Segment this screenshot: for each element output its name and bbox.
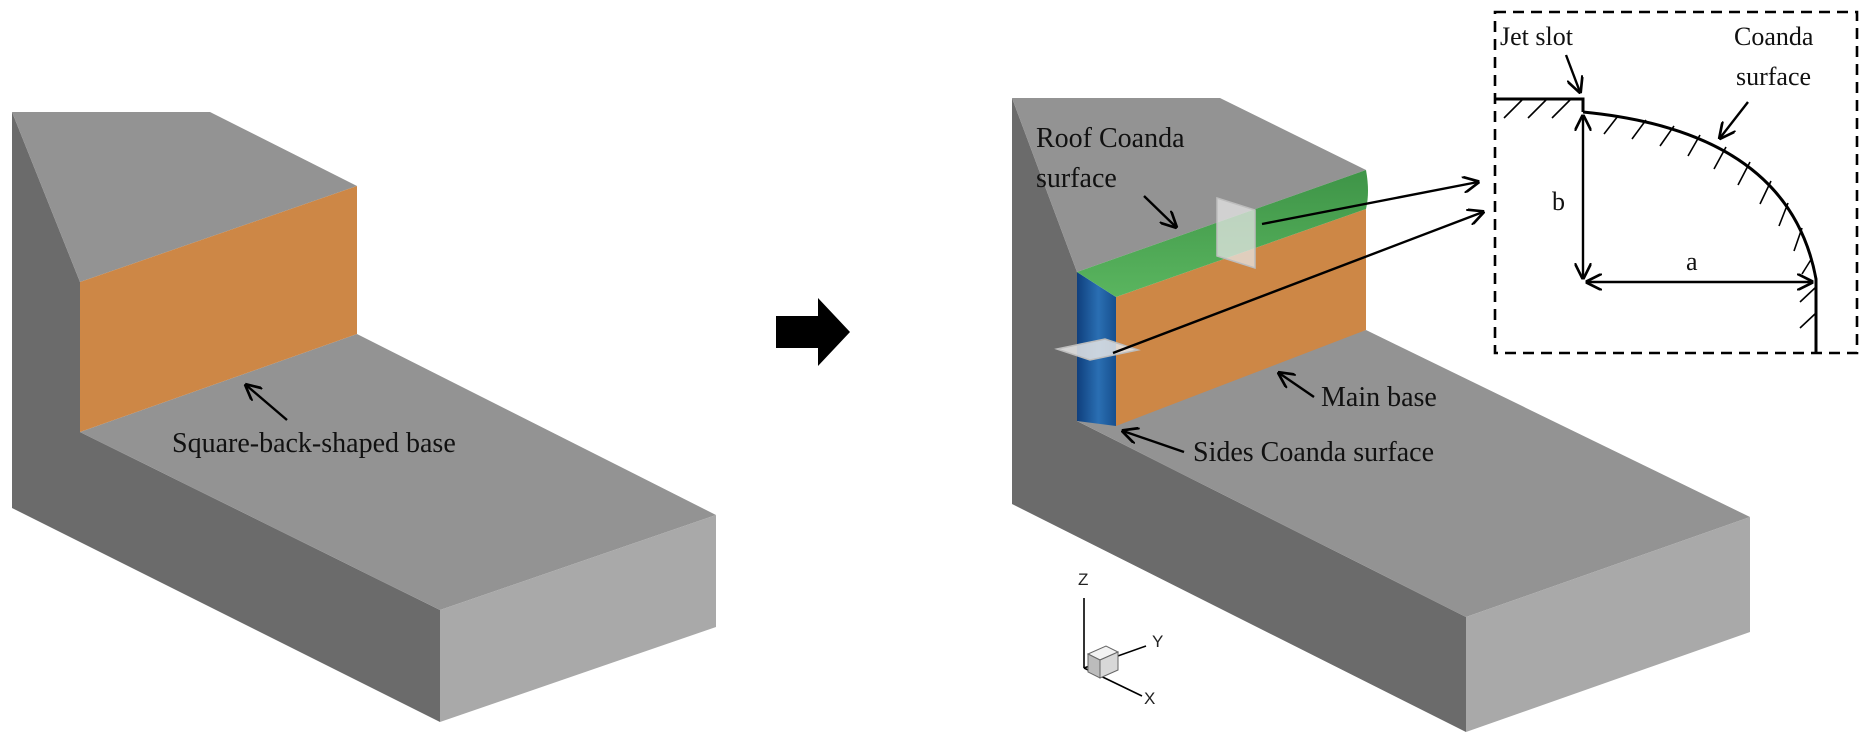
- orientation-cube-icon: [1086, 645, 1120, 679]
- jet-slot-label: Jet slot: [1500, 22, 1574, 51]
- left-body-top-face: [12, 112, 357, 282]
- coanda-surface-label-line1: Coanda: [1734, 22, 1814, 51]
- roof-coanda-arrow: [1143, 195, 1176, 227]
- roof-wall-line: [1496, 97, 1585, 112]
- roof-coanda-label-line1: Roof Coanda: [1036, 123, 1185, 154]
- wall-hatching: [1503, 99, 1817, 329]
- roof-section-plane: [1216, 196, 1256, 270]
- main-base-surface: [1116, 209, 1366, 426]
- main-base-label: Main base: [1321, 382, 1437, 413]
- right-vehicle-model: Roof Coanda surface Main base Sides Coan…: [1012, 98, 1750, 732]
- main-base-arrow: [1279, 373, 1315, 398]
- side-section-pointer-arrow: [1112, 212, 1483, 355]
- left-square-back-base: [80, 186, 357, 432]
- left-body-side-face: [12, 112, 440, 722]
- right-body-end-face: [1466, 517, 1750, 732]
- dimension-b-label: b: [1552, 187, 1565, 216]
- z-axis-label: Z: [1078, 570, 1088, 589]
- roof-section-pointer-arrow: [1261, 182, 1478, 226]
- left-base-arrow: [246, 385, 288, 421]
- coanda-surface-arrow: [1720, 101, 1749, 138]
- axes-triad: Z Y X: [1078, 570, 1163, 708]
- roof-coanda-label-line2: surface: [1036, 163, 1117, 194]
- left-body-lower-deck: [80, 334, 716, 610]
- sides-coanda-label: Sides Coanda surface: [1193, 437, 1434, 468]
- right-body-top-face: [1012, 98, 1366, 272]
- dimension-a-label: a: [1686, 247, 1698, 276]
- right-arrow-icon: [776, 298, 850, 366]
- left-body-end-face: [440, 515, 716, 722]
- jet-slot-arrow: [1564, 54, 1580, 92]
- y-axis-label: Y: [1152, 632, 1163, 651]
- side-section-plane: [1054, 338, 1141, 361]
- x-axis-label: X: [1144, 689, 1155, 708]
- coanda-detail-inset: b a Jet slot Coanda surface: [1493, 10, 1859, 355]
- right-body-lower-deck: [1077, 330, 1750, 617]
- right-body-side-face: [1012, 98, 1466, 732]
- sides-coanda-arrow: [1123, 431, 1185, 454]
- inset-dashed-frame: [1493, 10, 1859, 355]
- coanda-surface-label-line2: surface: [1736, 62, 1811, 91]
- coanda-arc: [1582, 110, 1818, 352]
- left-vehicle-model: Square-back-shaped base: [12, 112, 716, 722]
- left-base-label: Square-back-shaped base: [172, 428, 456, 459]
